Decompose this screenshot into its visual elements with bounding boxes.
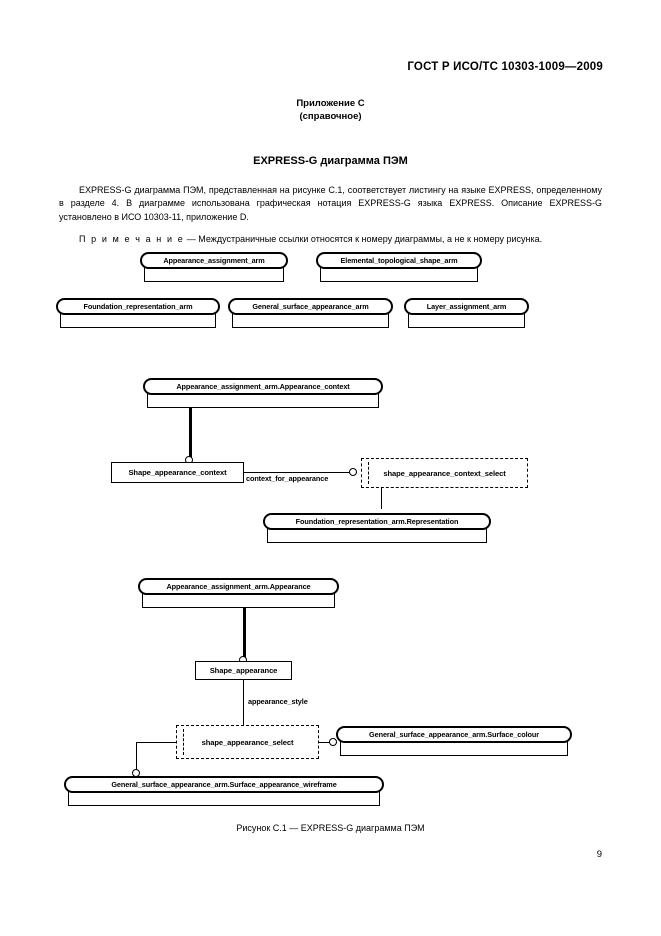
entity-label: Elemental_topological_shape_arm — [316, 252, 482, 269]
connector-select-left-stub — [136, 742, 176, 743]
entity-label: Foundation_representation_arm.Representa… — [263, 513, 491, 530]
entity-label: Appearance_assignment_arm — [140, 252, 288, 269]
entity-general-surface-appearance-arm-surface-colour: General_surface_appearance_arm.Surface_c… — [336, 726, 572, 756]
body-paragraph-1: EXPRESS-G диаграмма ПЭМ, представленная … — [59, 185, 602, 222]
entity-label: Appearance_assignment_arm.Appearance_con… — [143, 378, 383, 395]
entity-shape-appearance: Shape_appearance — [195, 661, 292, 680]
entity-label: Layer_assignment_arm — [404, 298, 529, 315]
entity-foundation-representation-arm: Foundation_representation_arm — [56, 298, 220, 328]
connector-vertical-appearance — [243, 608, 246, 658]
entity-layer-assignment-arm: Layer_assignment_arm — [404, 298, 529, 328]
annex-title-line2: (справочное) — [299, 111, 362, 122]
entity-general-surface-appearance-arm: General_surface_appearance_arm — [228, 298, 393, 328]
note-label: П р и м е ч а н и е — [79, 234, 185, 244]
document-header-standard-number: ГОСТ Р ИСО/ТС 10303-1009—2009 — [407, 61, 603, 73]
entity-label: General_surface_appearance_arm.Surface_a… — [64, 776, 384, 793]
entity-general-surface-appearance-arm-surface-appearance-wireframe: General_surface_appearance_arm.Surface_a… — [64, 776, 384, 806]
connector-vertical-select-to-representation — [381, 488, 382, 509]
entity-appearance-assignment-arm: Appearance_assignment_arm — [140, 252, 288, 282]
entity-label: Foundation_representation_arm — [56, 298, 220, 315]
select-shape-appearance-context-select: shape_appearance_context_select — [361, 458, 528, 488]
connector-vertical-appearance-context — [189, 408, 192, 458]
page-number: 9 — [596, 849, 602, 860]
select-inner-bar — [368, 462, 369, 484]
edge-label-context-for-appearance: context_for_appearance — [246, 474, 329, 483]
entity-label: Appearance_assignment_arm.Appearance — [138, 578, 339, 595]
connector-circle-surface-colour — [329, 738, 337, 746]
section-title: EXPRESS-G диаграмма ПЭМ — [253, 155, 408, 167]
select-inner-bar — [183, 729, 184, 755]
annex-title: Приложение С (справочное) — [0, 97, 661, 123]
connector-circle-context-for-appearance — [349, 468, 357, 476]
connector-vertical-appearance-style — [243, 680, 244, 725]
select-shape-appearance-select: shape_appearance_select — [176, 725, 319, 759]
entity-shape-appearance-context: Shape_appearance_context — [111, 462, 244, 483]
edge-label-appearance-style: appearance_style — [248, 697, 308, 706]
connector-context-for-appearance — [244, 472, 357, 473]
select-label: shape_appearance_select — [201, 737, 294, 747]
note-text: — Междустраничные ссылки относятся к ном… — [184, 234, 543, 244]
entity-label: General_surface_appearance_arm — [228, 298, 393, 315]
annex-title-line1: Приложение С — [296, 98, 365, 109]
connector-vertical-to-wireframe — [136, 742, 137, 773]
entity-appearance-assignment-arm-appearance: Appearance_assignment_arm.Appearance — [138, 578, 339, 608]
entity-foundation-representation-arm-representation: Foundation_representation_arm.Representa… — [263, 513, 491, 543]
select-label: shape_appearance_context_select — [383, 468, 506, 478]
figure-caption: Рисунок С.1 — EXPRESS-G диаграмма ПЭМ — [236, 823, 425, 833]
entity-label: General_surface_appearance_arm.Surface_c… — [336, 726, 572, 743]
body-paragraph-note: П р и м е ч а н и е — Междустраничные сс… — [59, 233, 602, 246]
connector-select-to-surface-colour — [319, 742, 337, 743]
entity-elemental-topological-shape-arm: Elemental_topological_shape_arm — [316, 252, 482, 282]
entity-appearance-assignment-arm-appearance-context: Appearance_assignment_arm.Appearance_con… — [143, 378, 383, 408]
